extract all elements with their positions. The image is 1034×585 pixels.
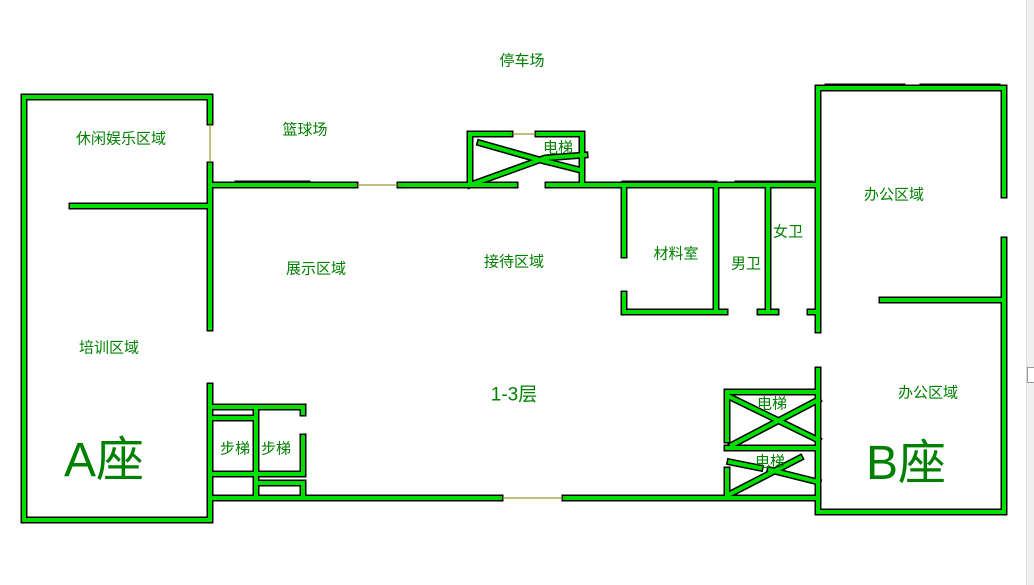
label-elevator-top: 电梯 [542,138,574,157]
wall [729,397,821,448]
label-materials-room: 材料室 [653,244,699,263]
label-parking: 停车场 [499,51,545,70]
label-leisure-area: 休闲娱乐区域 [75,129,167,148]
label-elevator-b2: 电梯 [754,452,786,471]
wall [727,455,803,497]
wall-outline [620,290,729,316]
label-stairs-2: 步梯 [260,439,292,458]
wall [468,132,512,187]
wall [467,152,588,188]
wall [208,405,305,415]
wall [767,467,821,485]
label-reception-area: 接待区域 [483,252,545,271]
scrollbar-thumb[interactable] [1027,367,1034,383]
wall [536,132,584,187]
wall [622,292,727,314]
label-training-area: 培训区域 [78,338,140,357]
doors [209,121,566,499]
label-stairs-1: 步梯 [219,439,251,458]
label-elevator-b1: 电梯 [756,394,788,413]
wall [725,390,820,442]
label-womens-restroom: 女卫 [772,222,804,241]
scrollbar[interactable] [1026,0,1034,585]
label-basketball: 篮球场 [282,120,328,139]
label-exhibition-area: 展示区域 [285,259,347,278]
wall [727,394,821,443]
walls [20,84,1008,524]
label-block-b: B座 [865,437,947,490]
label-office-area-upper: 办公区域 [863,185,925,204]
label-floor: 1-3层 [490,384,538,406]
wall [22,95,212,522]
label-mens-restroom: 男卫 [730,254,762,273]
label-office-area-lower: 办公区域 [897,383,959,402]
label-block-a: A座 [63,434,145,487]
wall [727,459,763,471]
wall [816,86,1006,197]
wall-outline [814,84,1008,199]
